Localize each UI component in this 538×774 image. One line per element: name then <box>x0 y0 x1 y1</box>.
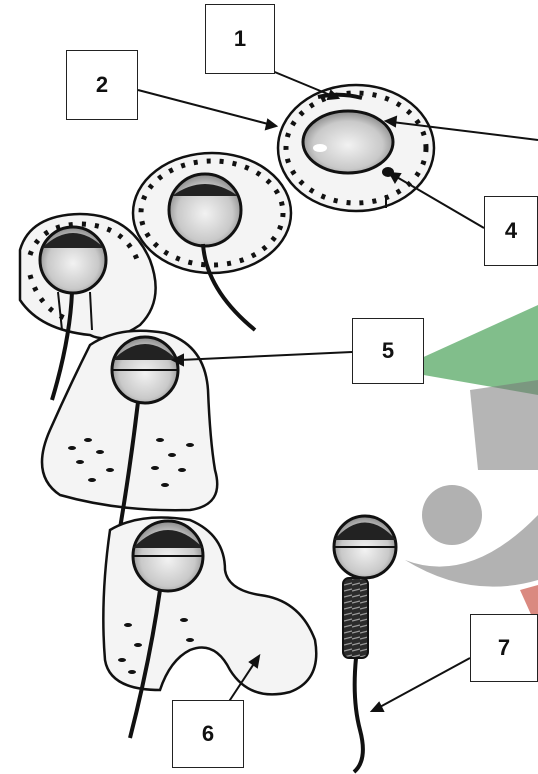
mature-spermatozoon <box>334 516 396 772</box>
label-1: 1 <box>205 4 275 74</box>
label-5: 5 <box>352 318 424 384</box>
label-7: 7 <box>470 614 538 682</box>
label-2: 2 <box>66 50 138 120</box>
spermatid-stage-4 <box>42 331 217 540</box>
label-6: 6 <box>172 700 244 768</box>
label-4: 4 <box>484 196 538 266</box>
spermatid-stage-2 <box>133 153 291 330</box>
spermatid-stage-1 <box>278 85 434 211</box>
